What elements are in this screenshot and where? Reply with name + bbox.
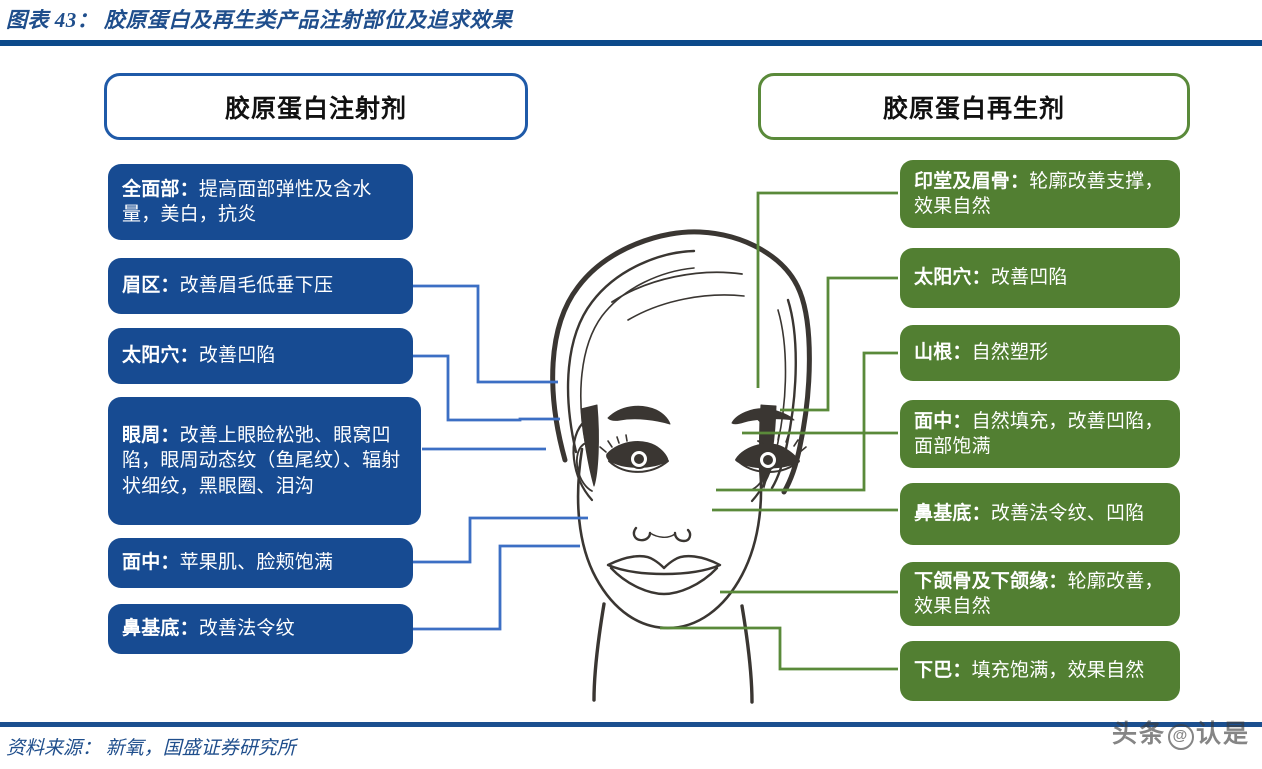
page-title: 图表 43： 胶原蛋白及再生类产品注射部位及追求效果 xyxy=(6,8,513,32)
left-column-header-label: 胶原蛋白注射剂 xyxy=(224,94,407,123)
right-item-5-text: 下颌骨及下颌缘：轮廓改善，效果自然 xyxy=(914,569,1166,620)
right-column-header-label: 胶原蛋白再生剂 xyxy=(882,94,1065,123)
left-item-1-desc: 改善眉毛低垂下压 xyxy=(179,275,334,297)
right-item-3-text: 面中：自然填充，改善凹陷，面部饱满 xyxy=(914,409,1166,460)
title-divider xyxy=(0,40,1262,46)
left-item-3: 眼周：改善上眼睑松弛、眼窝凹陷，眼周动态纹（鱼尾纹）、辐射状细纹，黑眼圈、泪沟 xyxy=(108,397,421,525)
right-item-2-text: 山根：自然塑形 xyxy=(914,340,1166,365)
right-item-3-desc: 自然填充，改善凹陷，面部饱满 xyxy=(914,410,1164,457)
left-item-4-text: 面中：苹果肌、脸颊饱满 xyxy=(122,550,399,575)
right-item-3: 面中：自然填充，改善凹陷，面部饱满 xyxy=(900,400,1180,468)
left-item-3-text: 眼周：改善上眼睑松弛、眼窝凹陷，眼周动态纹（鱼尾纹）、辐射状细纹，黑眼圈、泪沟 xyxy=(122,423,407,499)
left-column-header: 胶原蛋白注射剂 xyxy=(104,73,528,140)
left-item-3-label: 眼周： xyxy=(122,425,180,447)
left-item-1: 眉区：改善眉毛低垂下压 xyxy=(108,258,413,314)
right-item-2: 山根：自然塑形 xyxy=(900,325,1180,381)
right-item-1: 太阳穴：改善凹陷 xyxy=(900,248,1180,308)
right-item-5-desc: 轮廓改善，效果自然 xyxy=(914,570,1164,617)
right-item-0: 印堂及眉骨：轮廓改善支撑，效果自然 xyxy=(900,160,1180,228)
right-column-header: 胶原蛋白再生剂 xyxy=(758,73,1190,140)
watermark-left-text: 头条 xyxy=(1111,720,1166,748)
left-item-0-desc: 提高面部弹性及含水量，美白，抗炎 xyxy=(122,178,372,225)
right-item-4: 鼻基底：改善法令纹、凹陷 xyxy=(900,483,1180,545)
right-item-1-label: 太阳穴： xyxy=(914,267,991,289)
left-item-2-text: 太阳穴：改善凹陷 xyxy=(122,343,399,368)
left-item-3-desc: 改善上眼睑松弛、眼窝凹陷，眼周动态纹（鱼尾纹）、辐射状细纹，黑眼圈、泪沟 xyxy=(122,425,401,497)
right-item-2-desc: 自然塑形 xyxy=(971,342,1049,364)
left-item-2-label: 太阳穴： xyxy=(122,345,199,367)
left-item-4-desc: 苹果肌、脸颊饱满 xyxy=(179,552,334,574)
source-note: 资料来源： 新氧，国盛证券研究所 xyxy=(6,738,296,759)
green-connectors xyxy=(660,191,898,671)
left-item-2: 太阳穴：改善凹陷 xyxy=(108,328,413,384)
left-item-2-desc: 改善凹陷 xyxy=(198,345,276,367)
left-item-5: 鼻基底：改善法令纹 xyxy=(108,604,413,654)
right-item-4-label: 鼻基底： xyxy=(914,503,991,525)
right-item-0-text: 印堂及眉骨：轮廓改善支撑，效果自然 xyxy=(914,169,1166,220)
right-item-6-desc: 填充饱满，效果自然 xyxy=(971,660,1145,682)
right-item-0-desc: 轮廓改善支撑，效果自然 xyxy=(914,170,1164,217)
blue-connectors xyxy=(412,284,588,631)
left-item-4: 面中：苹果肌、脸颊饱满 xyxy=(108,538,413,588)
left-item-5-text: 鼻基底：改善法令纹 xyxy=(122,616,399,641)
left-item-1-label: 眉区： xyxy=(122,275,180,297)
left-item-0: 全面部：提高面部弹性及含水量，美白，抗炎 xyxy=(108,164,413,240)
watermark-right-text: 认是 xyxy=(1195,720,1250,748)
right-item-6-text: 下巴：填充饱满，效果自然 xyxy=(914,658,1166,683)
right-item-2-label: 山根： xyxy=(914,342,972,364)
right-item-3-label: 面中： xyxy=(914,410,972,432)
left-item-5-desc: 改善法令纹 xyxy=(198,618,295,640)
left-item-0-label: 全面部： xyxy=(122,178,199,200)
right-item-1-text: 太阳穴：改善凹陷 xyxy=(914,265,1166,290)
footer-divider xyxy=(0,722,1262,727)
right-item-6-label: 下巴： xyxy=(914,660,972,682)
left-item-0-text: 全面部：提高面部弹性及含水量，美白，抗炎 xyxy=(122,177,399,228)
right-item-1-desc: 改善凹陷 xyxy=(990,267,1068,289)
watermark: 头条@认是 xyxy=(1112,714,1250,750)
watermark-at-icon: @ xyxy=(1167,724,1194,750)
left-item-1-text: 眉区：改善眉毛低垂下压 xyxy=(122,273,399,298)
right-item-6: 下巴：填充饱满，效果自然 xyxy=(900,641,1180,701)
right-item-5: 下颌骨及下颌缘：轮廓改善，效果自然 xyxy=(900,562,1180,626)
right-item-4-desc: 改善法令纹、凹陷 xyxy=(990,503,1145,525)
right-item-0-label: 印堂及眉骨： xyxy=(914,170,1030,192)
right-item-5-label: 下颌骨及下颌缘： xyxy=(914,570,1068,592)
right-item-4-text: 鼻基底：改善法令纹、凹陷 xyxy=(914,501,1166,526)
left-item-5-label: 鼻基底： xyxy=(122,618,199,640)
left-item-4-label: 面中： xyxy=(122,552,180,574)
